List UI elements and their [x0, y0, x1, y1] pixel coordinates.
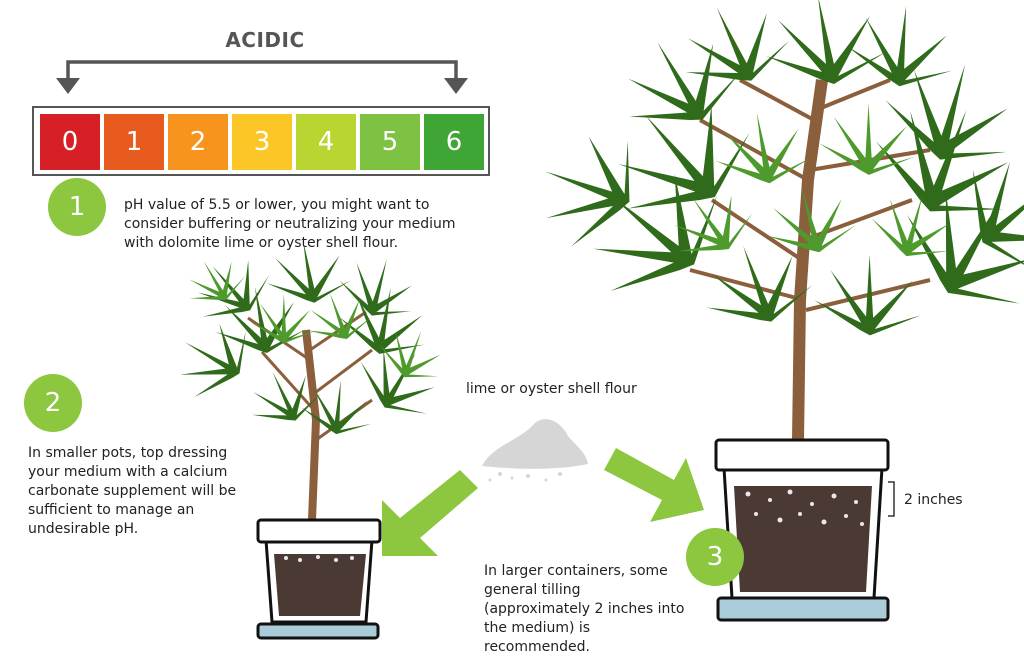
acidic-bracket: [66, 60, 458, 86]
ph-cell-2: 2: [168, 114, 228, 170]
ph-cell-5: 5: [360, 114, 420, 170]
arrow-down-left-icon: [56, 78, 80, 94]
step-3-text: In larger containers, some general tilli…: [484, 563, 685, 655]
ph-scale: 0 1 2 3 4 5 6: [32, 106, 490, 176]
arrow-to-small-pot-icon: [382, 470, 478, 556]
step-2-badge: 2: [24, 374, 82, 432]
large-plant-illustration: [519, 0, 1024, 441]
powder-pile-illustration: [482, 419, 588, 482]
small-plant-illustration: [161, 241, 454, 521]
powder-label: lime or oyster shell flour: [466, 381, 637, 397]
ph-cell-6: 6: [424, 114, 484, 170]
ph-cell-0: 0: [40, 114, 100, 170]
small-pot-illustration: [256, 518, 382, 640]
step-1-text: pH value of 5.5 or lower, you might want…: [124, 197, 456, 251]
scale-title: ACIDIC: [225, 28, 305, 52]
ph-cell-3: 3: [232, 114, 292, 170]
step-3-badge: 3: [686, 528, 744, 586]
ph-cell-1: 1: [104, 114, 164, 170]
arrow-to-large-pot-icon: [604, 448, 704, 522]
arrow-down-right-icon: [444, 78, 468, 94]
step-2-text: In smaller pots, top dressing your mediu…: [28, 445, 237, 537]
ph-cell-4: 4: [296, 114, 356, 170]
large-pot-illustration: [714, 438, 890, 622]
step-1-badge: 1: [48, 178, 106, 236]
depth-bracket: [888, 481, 895, 517]
depth-label: 2 inches: [904, 492, 963, 508]
